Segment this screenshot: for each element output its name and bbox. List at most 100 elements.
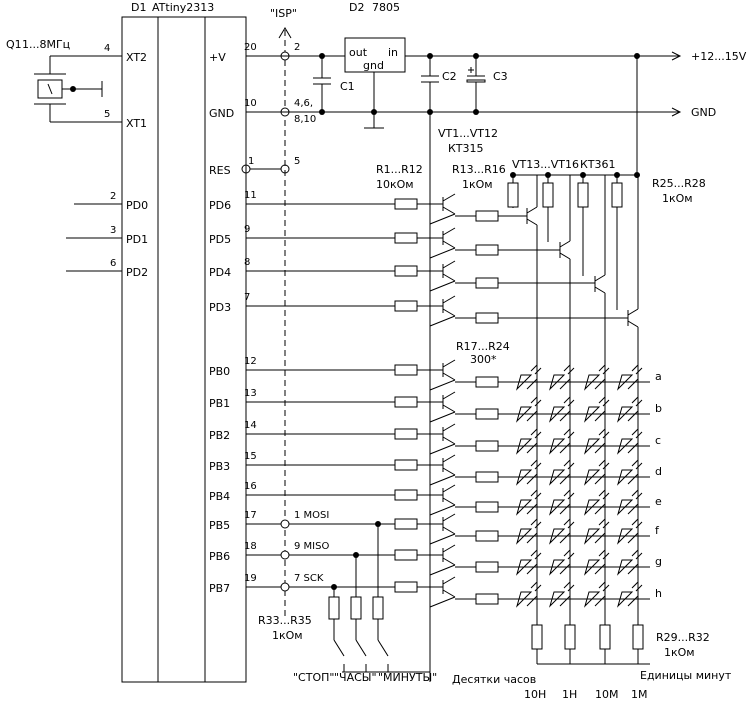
resistor: [542, 182, 554, 208]
junction-dot: [580, 172, 586, 178]
segment-label-h: h: [655, 587, 662, 600]
junction-dot: [427, 109, 433, 115]
led: [616, 428, 643, 455]
resistor: [475, 244, 499, 256]
junction-dot: [634, 53, 640, 59]
resistor: [475, 408, 499, 420]
led: [548, 364, 575, 391]
pin-number: 15: [244, 451, 257, 462]
crystal-frequency: 1...8МГц: [22, 38, 70, 51]
transistor-npn: [429, 576, 650, 608]
pin-label-pd1: PD1: [126, 233, 148, 246]
pin-label: PD4: [209, 266, 231, 279]
isp-pin-number: 4,6,: [294, 98, 313, 109]
transistor-npn: [429, 454, 650, 486]
pin-number: 13: [244, 388, 257, 399]
r29-r32-value: 1кОм: [664, 646, 695, 659]
r25-r28-value: 1кОм: [662, 192, 693, 205]
led: [548, 489, 575, 516]
resistor: [394, 198, 418, 210]
pin-label-xt1: XT1: [126, 117, 147, 130]
r1-r12-value: 10кОм: [376, 178, 414, 191]
led: [515, 489, 542, 516]
regulator-pin-in: in: [388, 46, 398, 59]
r13-r16-label: R13...R16: [452, 163, 506, 176]
digit-label-1m: 1М: [631, 688, 648, 701]
transistor-npn: [429, 295, 628, 327]
r17-r24-value: 300*: [470, 353, 497, 366]
pin-label: PB0: [209, 365, 230, 378]
component-labels: R1...R12 10кОм VT1...VT12 КТ315 R13...R1…: [258, 127, 732, 701]
junction-dot: [427, 53, 433, 59]
resistor: [394, 581, 418, 593]
pin-number: 6: [110, 258, 116, 269]
transistor-npn: [429, 544, 650, 576]
pin-label: PB7: [209, 582, 230, 595]
vt13-vt16-type: КТ361: [580, 158, 616, 171]
led: [548, 581, 575, 608]
junction-dot: [614, 172, 620, 178]
transistor-npn: [429, 260, 595, 292]
tens-hours-label: Десятки часов: [452, 673, 536, 686]
pin-label: GND: [209, 107, 234, 120]
vcc-rail-label: +12...15V: [691, 50, 747, 63]
transistor-npn: [429, 193, 527, 225]
led: [616, 396, 643, 423]
chip-name: ATtiny2313: [152, 1, 214, 14]
resistor: [599, 624, 611, 650]
cap-c3-label: C3: [493, 70, 508, 83]
pin-number: 12: [244, 356, 257, 367]
led: [515, 518, 542, 545]
regulator-name: 7805: [372, 1, 400, 14]
resistor: [394, 265, 418, 277]
led: [616, 518, 643, 545]
resistor: [372, 596, 384, 620]
resistor: [394, 300, 418, 312]
isp-label: "ISP": [270, 7, 297, 20]
resistor: [394, 232, 418, 244]
transistor-npn: [429, 359, 650, 391]
pin-label-pd2: PD2: [126, 266, 148, 279]
r13-r16-value: 1кОм: [462, 178, 493, 191]
led: [515, 549, 542, 576]
segment-label-g: g: [655, 555, 662, 568]
resistor: [475, 501, 499, 513]
isp-gnd-pins: 8,10: [294, 114, 316, 125]
isp-pin-number: 9 MISO: [294, 541, 329, 552]
resistor: [394, 518, 418, 530]
transistor-npn: [429, 513, 650, 545]
resistor: [475, 471, 499, 483]
resistor: [328, 596, 340, 620]
resistor: [350, 596, 362, 620]
power-section: +12...15V GND D2 7805 out in gnd C1 C2 C…: [246, 1, 747, 129]
units-minutes-label: Единицы минут: [640, 669, 732, 682]
pin-number: 11: [244, 190, 257, 201]
led: [616, 364, 643, 391]
r17-r24-label: R17...R24: [456, 340, 510, 353]
led: [583, 396, 610, 423]
crystal-designator: Q1: [6, 38, 22, 51]
segment-label-d: d: [655, 465, 662, 478]
junction-dot: [510, 172, 516, 178]
led: [616, 549, 643, 576]
pin-label: PB2: [209, 429, 230, 442]
resistor: [564, 624, 576, 650]
led: [515, 581, 542, 608]
pin-label-pd0: PD0: [126, 199, 148, 212]
resistor: [475, 277, 499, 289]
pin-label: +V: [209, 51, 226, 64]
resistor: [394, 459, 418, 471]
pnp-driver: [542, 175, 571, 350]
transistor-npn: [429, 484, 650, 516]
led: [583, 459, 610, 486]
pnp-driver: [507, 175, 538, 350]
vt13-vt16-label: VT13...VT16: [512, 158, 579, 171]
transistor-npn: [429, 423, 650, 455]
resistor: [475, 530, 499, 542]
led: [548, 396, 575, 423]
r1-r12-label: R1...R12: [376, 163, 423, 176]
